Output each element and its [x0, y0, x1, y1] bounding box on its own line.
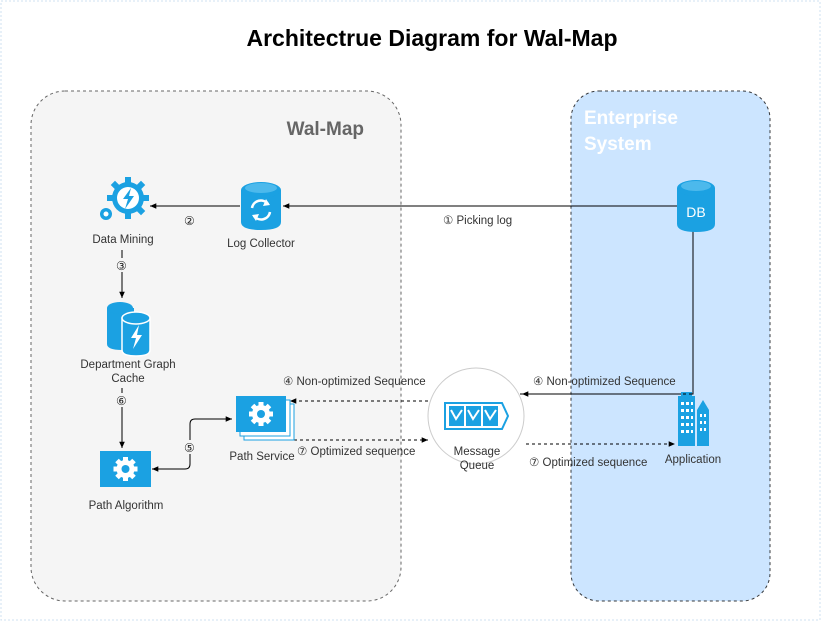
- enterprise-group-title-line1: Enterprise: [584, 108, 678, 129]
- edge-label-opt-left: ⑦ Optimized sequence: [297, 446, 415, 458]
- gear-lightning-icon: [100, 177, 149, 220]
- edge-label-bg: [115, 393, 129, 407]
- walmap-group-title: Wal-Map: [287, 119, 364, 140]
- message-queue-label-line2: Queue: [460, 460, 495, 472]
- queue-icon: [427, 367, 525, 465]
- path-algorithm-label: Path Algorithm: [89, 500, 164, 512]
- cache-lightning-icon: [107, 302, 151, 357]
- enterprise-group-title-line2: System: [584, 134, 652, 155]
- gear-icon: [100, 451, 151, 487]
- message-queue-label-line1: Message: [454, 446, 501, 458]
- application-label: Application: [665, 454, 721, 466]
- walmap-group: [30, 90, 402, 602]
- log-collector-label: Log Collector: [227, 238, 295, 250]
- edge-label-step5: ⑤: [184, 441, 195, 455]
- edge-label-step6: ⑥: [116, 394, 127, 408]
- edge-label-bg: [115, 258, 129, 272]
- edge-label-picking-log: ① Picking log: [443, 215, 512, 227]
- enterprise-group: [570, 90, 771, 602]
- diagram-title: Architectrue Diagram for Wal-Map: [246, 25, 617, 51]
- edge-label-step2: ②: [184, 214, 195, 228]
- edge-label-nonopt-left: ④ Non-optimized Sequence: [283, 376, 426, 388]
- data-mining-label: Data Mining: [92, 234, 153, 246]
- gear-stack-icon: [236, 396, 295, 441]
- edge-label-bg: [183, 440, 197, 454]
- edge-label-nonopt-right: ④ Non-optimized Sequence: [533, 376, 676, 388]
- dept-graph-cache-label-line2: Cache: [111, 373, 144, 385]
- dept-graph-cache-label-line1: Department Graph: [80, 359, 175, 371]
- building-icon: [678, 392, 709, 446]
- db-label: DB: [686, 204, 705, 220]
- path-service-label: Path Service: [229, 451, 294, 463]
- edge-label-opt-right: ⑦ Optimized sequence: [529, 457, 647, 469]
- database-icon: DB: [677, 180, 715, 232]
- edge-label-step3: ③: [116, 259, 127, 273]
- refresh-cylinder-icon: [241, 182, 281, 230]
